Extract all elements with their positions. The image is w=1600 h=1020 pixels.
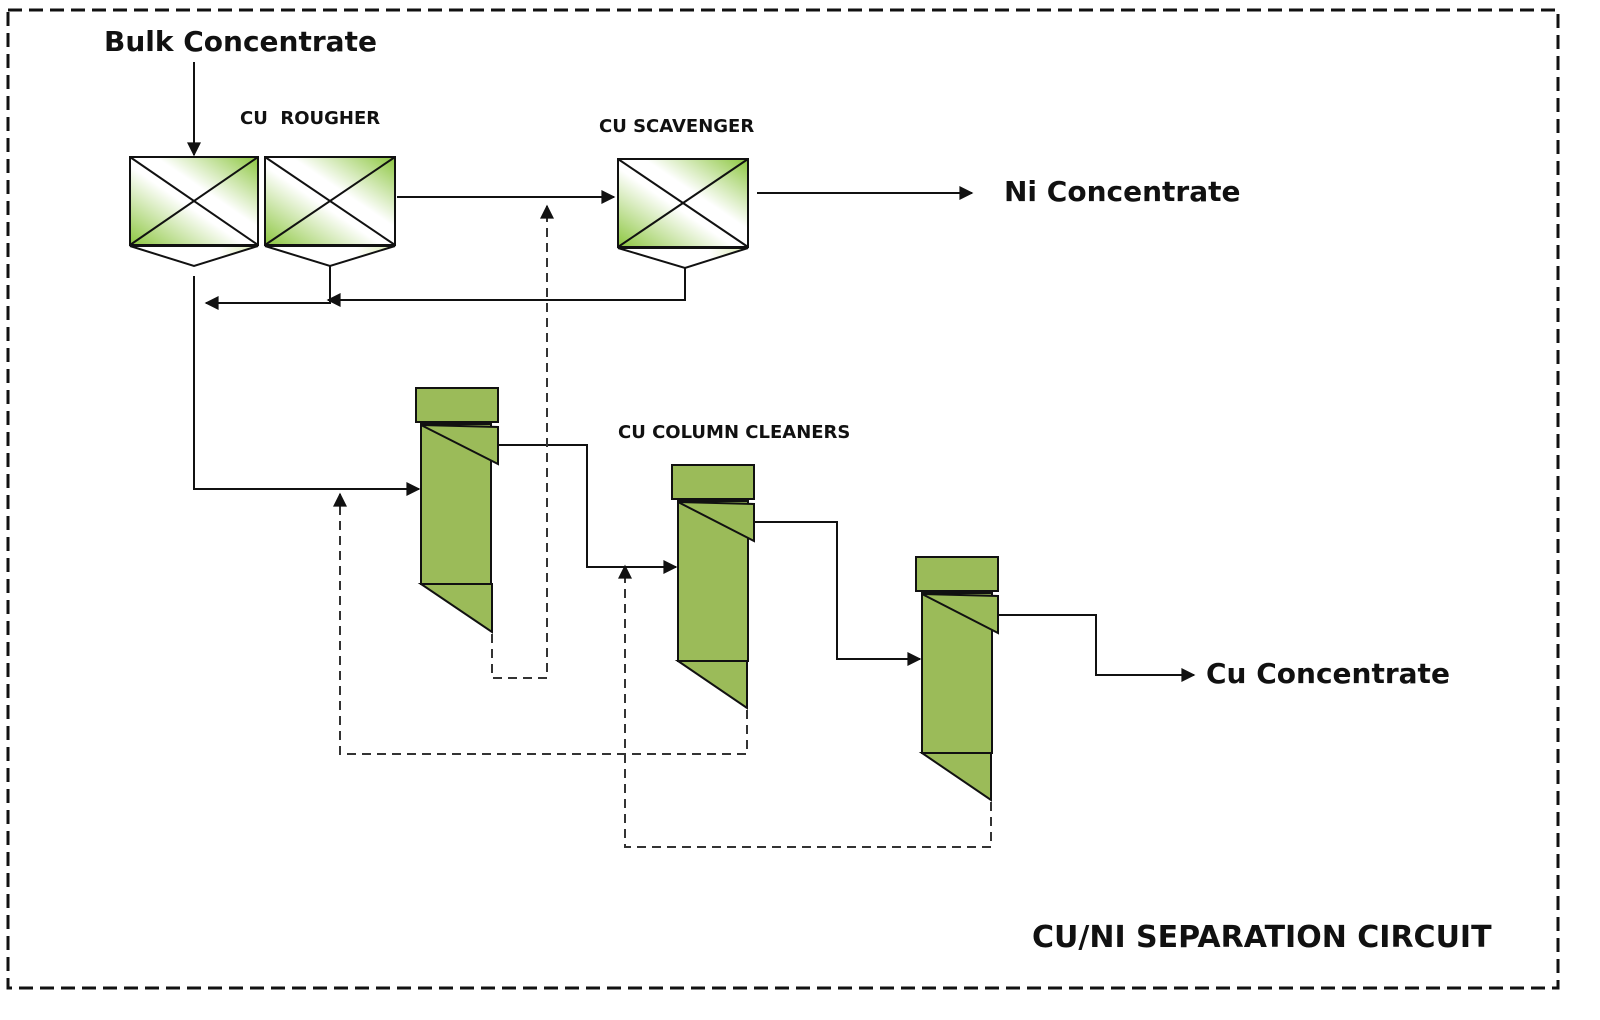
cu-concentrate-label: Cu Concentrate: [1206, 657, 1450, 690]
scavenger-cell-hopper: [617, 247, 749, 270]
cleaner2-tails-recycle: [333, 492, 748, 755]
cu-concentrate-stream: [998, 614, 1196, 682]
cleaner1-to-cleaner2-stream: [498, 444, 678, 574]
rougher-cell-1: [129, 156, 259, 268]
cleaner2-to-cleaner3-stream: [754, 521, 922, 666]
circuit-boundary: [6, 8, 1560, 990]
cleaner1-tails-recycle: [491, 204, 554, 679]
rougher-label: CU ROUGHER: [240, 108, 380, 129]
rougher-to-cleaner1-stream: [193, 276, 421, 496]
rougher2-recycle-stream: [204, 266, 331, 310]
rougher-cell-1-hopper: [129, 245, 259, 268]
feed-label: Bulk Concentrate: [104, 25, 377, 58]
scavenger-label: CU SCAVENGER: [599, 116, 754, 137]
cleaner3-tails-recycle: [618, 564, 992, 848]
rougher-cell-2: [264, 156, 396, 268]
column-cleaner-3: [915, 556, 999, 802]
column-cleaners-label: CU COLUMN CLEANERS: [618, 422, 850, 443]
circuit-title: CU/NI SEPARATION CIRCUIT: [1032, 920, 1492, 955]
column-cleaner-1: [415, 387, 499, 634]
ni-concentrate-label: Ni Concentrate: [1004, 175, 1240, 208]
column-cleaner-2: [671, 464, 755, 710]
scavenger-cell: [617, 158, 749, 270]
scavenger-recycle-stream: [326, 268, 686, 307]
rougher-cell-2-hopper: [264, 245, 396, 268]
